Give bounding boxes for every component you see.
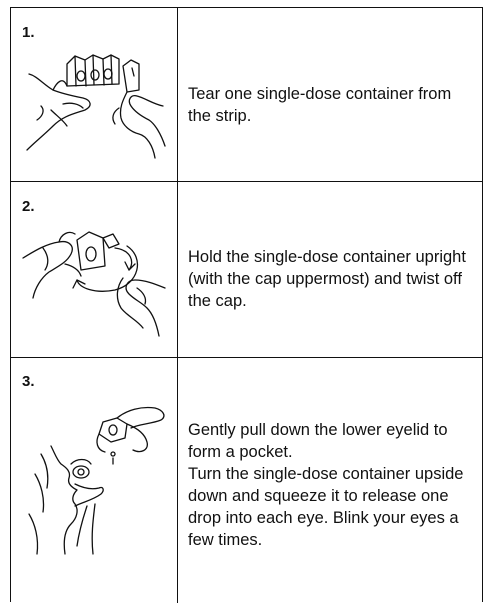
row-divider	[11, 357, 482, 358]
step-number-2: 2.	[22, 198, 35, 215]
step-number-3: 3.	[22, 373, 35, 390]
column-divider	[177, 8, 178, 603]
step-number-1: 1.	[22, 24, 35, 41]
hands-tearing-container-icon	[23, 46, 168, 166]
step-text-1: Tear one single-dose container from the …	[188, 83, 478, 127]
eye-drop-application-icon	[21, 394, 171, 569]
hands-twisting-cap-icon	[19, 218, 169, 343]
row-divider	[11, 181, 482, 182]
instructions-table: 1. Tear one single-dose container from t…	[10, 7, 483, 602]
step-text-3: Gently pull down the lower eyelid to for…	[188, 419, 478, 551]
step-text-2: Hold the single-dose container upright (…	[188, 246, 478, 312]
